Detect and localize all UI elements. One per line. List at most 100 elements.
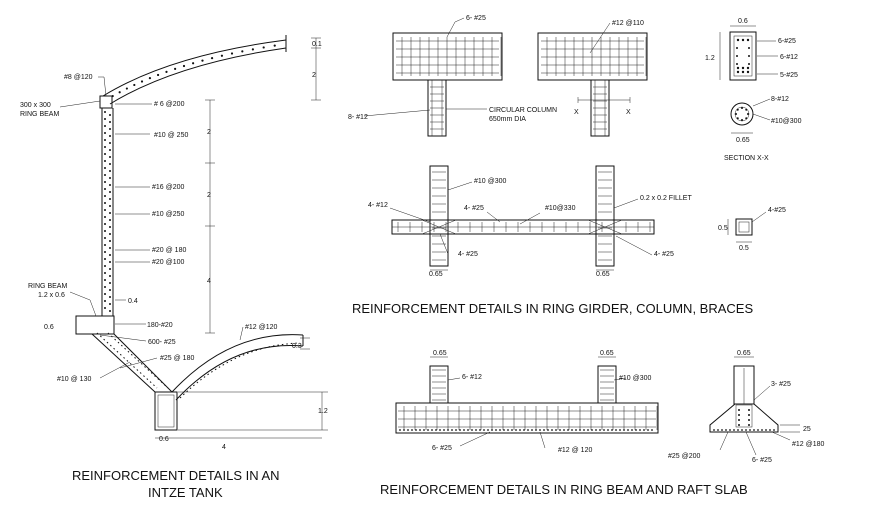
lbl-ring-beam-size: 300 x 300 [20,102,51,109]
title-raft: REINFORCEMENT DETAILS IN RING BEAM AND R… [380,482,748,497]
lbl-r2: 0.65 [600,350,614,357]
lbl-f7: 4- #25 [654,251,674,258]
rebar-dot [109,233,111,235]
rebar-dot [487,429,489,431]
rebar-dot [737,429,739,431]
lbl-b10: #10 @ 130 [57,376,91,383]
rebar-dot [483,429,485,431]
rebar-line [439,233,449,255]
rebar-dot [531,429,533,431]
rebar-dot [109,261,111,263]
rebar-dot [109,142,111,144]
lbl-f1: #10 @300 [474,178,507,185]
rebar-dot [104,160,106,162]
lbl-d4: 4 [222,444,226,451]
rebar-dot [109,310,111,312]
lbl-r1: 0.65 [433,350,447,357]
lbl-t4: CIRCULAR COLUMN [489,107,557,114]
rebar-dot [109,121,111,123]
lbl-x2: X [626,109,631,116]
lbl-b11: #12 @120 [245,324,278,331]
title-intze-1: REINFORCEMENT DETAILS IN AN [72,468,280,483]
rebar-dot [748,47,750,49]
rebar-dot [109,275,111,277]
rebar-dot [109,289,111,291]
frame-member [595,165,615,267]
rebar-dot [201,59,204,62]
rebar-dot [109,282,111,284]
rebar-dot [104,139,106,141]
rebar-dot [729,429,731,431]
lbl-g1: 4-#25 [768,207,786,214]
rebar-dot [104,132,106,134]
rebar-dot [104,209,106,211]
lbl-b4: #10 @250 [152,211,185,218]
rebar-dot [735,113,737,115]
rebar-dot [118,91,121,94]
rebar-dot [773,429,775,431]
rebar-dot [104,174,106,176]
lbl-t2: #12 @110 [612,20,644,27]
lbl-x1: X [574,109,579,116]
rebar-dot [623,429,625,431]
rebar-dot [736,47,738,49]
lbl-q5: 6- #25 [752,457,772,464]
lbl-b8: 600- #25 [148,339,176,346]
rebar-dot [104,265,106,267]
rebar-dot [757,429,759,431]
rebar-dot [736,38,740,42]
rebar-dot [104,118,106,120]
rebar-dot [635,429,637,431]
rebar-dot [133,83,136,87]
rebar-dot [591,429,593,431]
rebar-line [519,212,541,225]
rebar-dot [765,429,767,431]
rebar-line [613,198,639,209]
rebar-dot [104,237,106,239]
lbl-f8: 0.65 [429,271,443,278]
rebar-dot [523,429,525,431]
rebar-line [615,235,653,256]
lbl-f3: 4- #12 [368,202,388,209]
title-intze-2: INTZE TANK [148,485,223,500]
rebar-dot [104,216,106,218]
dome-rebar-dots [111,44,276,98]
rebar-dot [717,429,719,431]
lbl-f6: 4- #25 [458,251,478,258]
rebar-dot [109,226,111,228]
rebar-dot [583,429,585,431]
rebar-line [587,219,623,235]
rebar-dot [109,170,111,172]
rebar-dot [104,125,106,127]
rebar-dot [109,198,111,200]
rebar-dot [721,429,723,431]
rebar-dot [603,429,605,431]
rebar-dot [639,429,641,431]
rebar-dot [415,429,417,431]
rebar-dot [555,429,557,431]
lbl-ring-beam-top: RING BEAM [20,111,59,118]
lbl-c3: 0.65 [736,137,750,144]
rebar-dot [741,38,745,42]
rebar-line [486,211,501,223]
rebar-dot [748,55,750,57]
lbl-dim01: 0.1 [312,41,322,48]
lbl-g3: 0.5 [739,245,749,252]
lbl-g2: 0.5 [718,225,728,232]
rebar-dot [109,254,111,256]
rebar-dot [527,429,529,431]
ring-girder-sections [363,17,778,271]
rebar-dot [738,414,740,416]
rebar-dot [736,117,739,120]
rebar-dot [475,429,477,431]
rebar-dot [736,55,738,57]
rebar-dot [567,429,569,431]
rebar-dot [748,424,750,426]
rebar-dot [745,108,748,111]
lbl-s5: 5-#25 [780,72,798,79]
rebar-dot [165,70,168,73]
lbl-b9: #25 @ 180 [160,355,194,362]
rebar-dot [104,258,106,260]
rebar-dot [109,163,111,165]
